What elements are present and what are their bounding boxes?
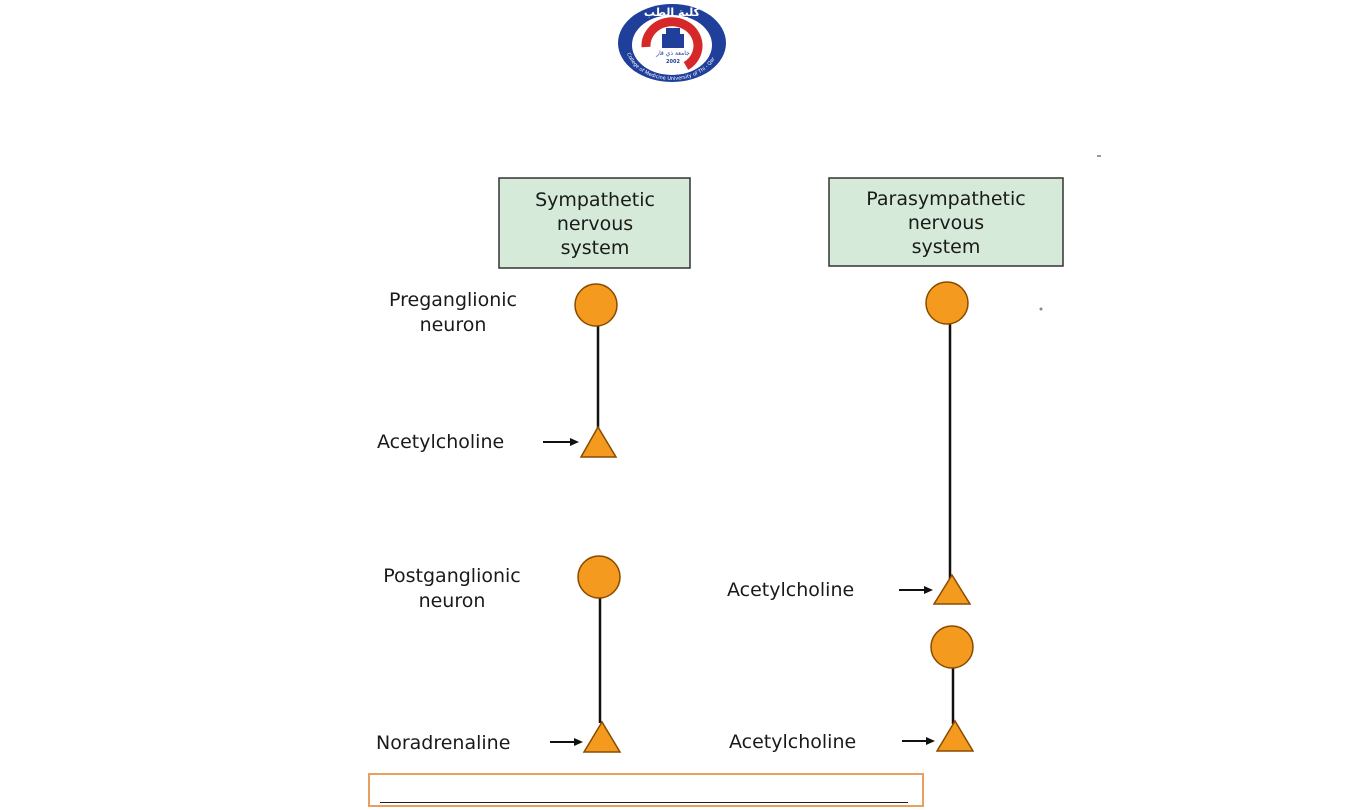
footer-underline — [380, 802, 908, 803]
college-logo: كلية الطب جامعة ذي قار 2002 College of M… — [618, 4, 726, 82]
parasympathetic-postganglionic-neuron — [930, 625, 975, 752]
cell-body — [577, 555, 621, 599]
logo-crescent — [641, 17, 703, 70]
logo-building-icon — [662, 34, 684, 48]
sympathetic-header: Sympathetic nervous system — [498, 177, 691, 269]
logo-year: 2002 — [666, 59, 680, 65]
footer-box — [368, 773, 924, 807]
parasympathetic-preganglionic-neuron — [925, 281, 972, 605]
terminal-triangle-icon — [935, 719, 975, 752]
cell-body — [930, 625, 974, 669]
para-post-transmitter-label: Acetylcholine — [729, 731, 856, 753]
preganglionic-label-line-1: Preganglionic — [389, 289, 517, 311]
terminal-triangle-icon — [932, 573, 972, 605]
terminal-triangle-icon — [579, 425, 618, 458]
stray-dot — [1039, 307, 1043, 311]
sympathetic-header-line-1: Sympathetic — [535, 189, 655, 211]
terminal-triangle-icon — [582, 720, 622, 753]
sympathetic-header-line-2: nervous — [557, 213, 633, 235]
cell-body — [925, 281, 969, 325]
cell-body — [574, 283, 618, 327]
para-pre-transmitter-label: Acetylcholine — [727, 579, 854, 601]
logo-title-ar: كلية الطب — [644, 6, 701, 19]
sympathetic-postganglionic-neuron — [577, 555, 622, 753]
postganglionic-label-line-1: Postganglionic — [383, 565, 521, 587]
logo-university-ar: جامعة ذي قار — [655, 50, 690, 57]
symp-post-transmitter-label: Noradrenaline — [376, 732, 510, 754]
parasympathetic-header-line-2: nervous — [908, 212, 984, 234]
postganglionic-label-line-2: neuron — [419, 590, 486, 612]
symp-pre-transmitter-label: Acetylcholine — [377, 431, 504, 453]
sympathetic-header-line-3: system — [561, 237, 630, 259]
parasympathetic-header-line-1: Parasympathetic — [866, 188, 1025, 210]
preganglionic-label-line-2: neuron — [420, 314, 487, 336]
sympathetic-preganglionic-neuron — [574, 283, 618, 458]
parasympathetic-header-line-3: system — [912, 236, 981, 258]
parasympathetic-header: Parasympathetic nervous system — [828, 177, 1064, 267]
